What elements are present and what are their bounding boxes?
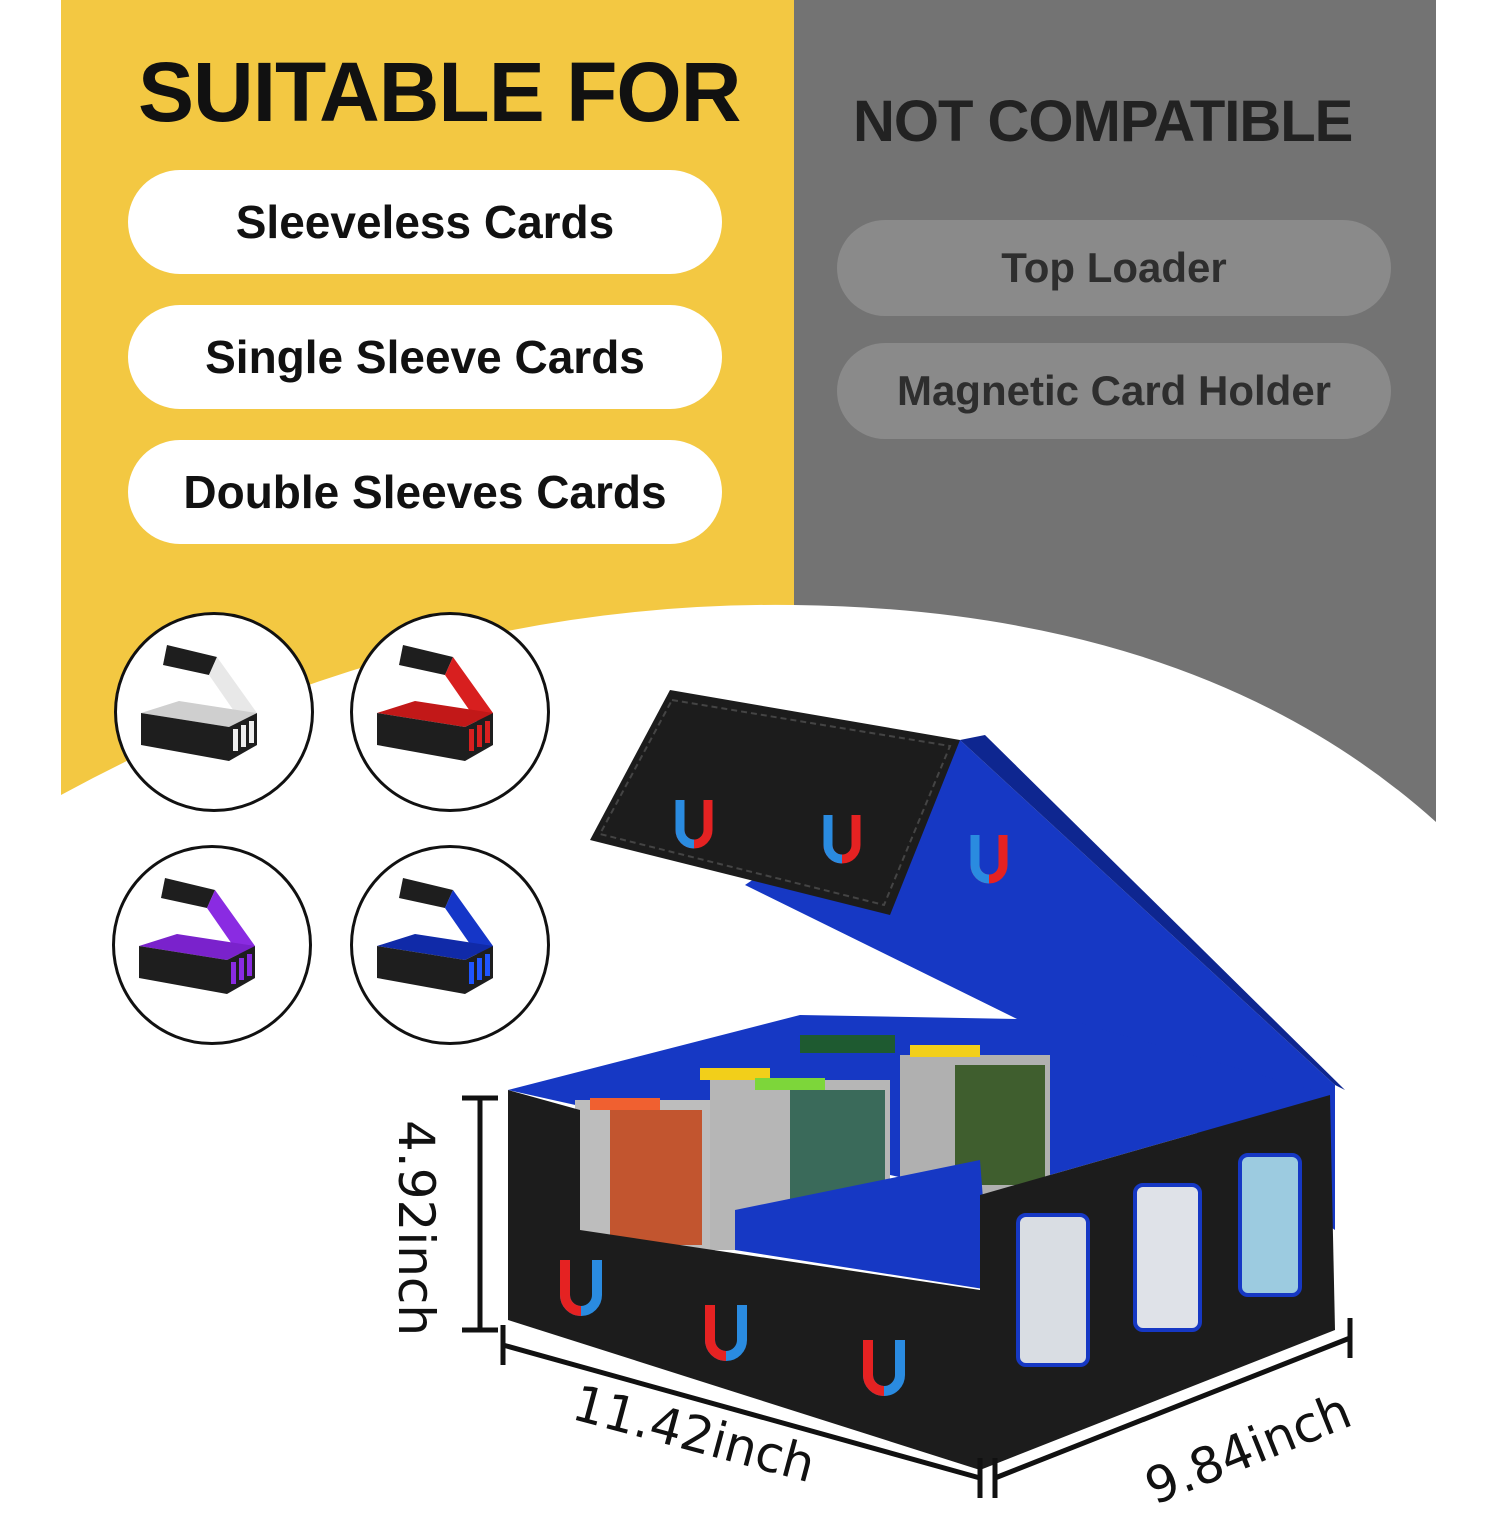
box-white-icon <box>141 645 257 761</box>
magnet-icon <box>823 815 861 864</box>
box-blue-icon <box>377 878 493 994</box>
magnet-icon <box>560 1260 602 1316</box>
not-compatible-item-magnetic-holder: Magnetic Card Holder <box>837 343 1391 439</box>
magnet-icon <box>863 1340 905 1396</box>
suitable-item-double-sleeves: Double Sleeves Cards <box>128 440 722 544</box>
magnet-icon <box>970 835 1008 884</box>
dimension-lines <box>462 1095 1353 1498</box>
not-compatible-heading: NOT COMPATIBLE <box>853 89 1353 154</box>
color-option-blue[interactable] <box>350 845 550 1045</box>
color-option-purple[interactable] <box>112 845 312 1045</box>
color-option-red[interactable] <box>350 612 550 812</box>
box-purple-icon <box>139 878 255 994</box>
color-option-white[interactable] <box>114 612 314 812</box>
suitable-for-heading: SUITABLE FOR <box>138 45 741 139</box>
magnet-icon <box>675 800 713 849</box>
suitable-item-single-sleeve: Single Sleeve Cards <box>128 305 722 409</box>
magnet-icon <box>705 1305 747 1361</box>
not-compatible-item-top-loader: Top Loader <box>837 220 1391 316</box>
suitable-item-sleeveless: Sleeveless Cards <box>128 170 722 274</box>
dimension-height-label: 4.92inch <box>387 1120 445 1337</box>
box-red-icon <box>377 645 493 761</box>
